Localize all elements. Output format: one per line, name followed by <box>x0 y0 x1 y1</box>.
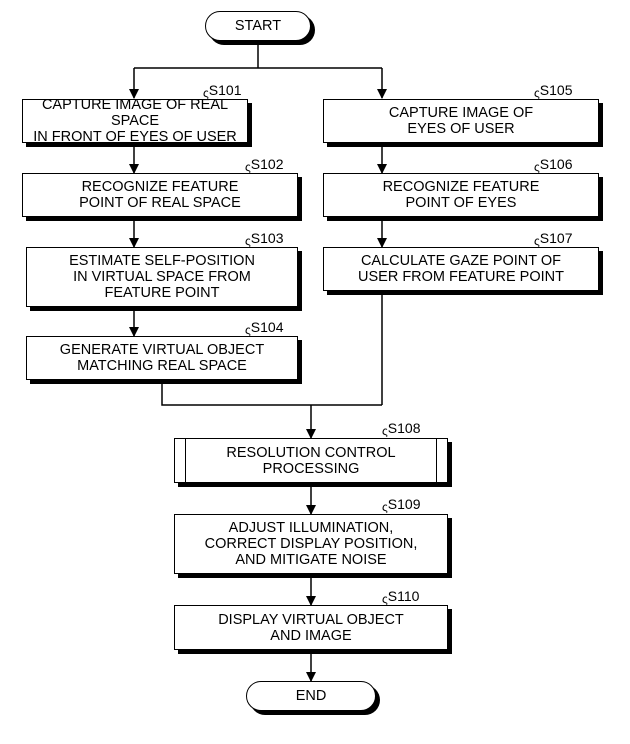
label-s106: ςS106 <box>534 156 573 174</box>
label-s101-text: S101 <box>208 82 242 98</box>
label-s107: ςS107 <box>534 230 573 248</box>
step-s109: ADJUST ILLUMINATION, CORRECT DISPLAY POS… <box>174 514 448 574</box>
end-terminal: END <box>246 681 376 711</box>
edge-s104-merge <box>161 380 382 406</box>
label-s102: ςS102 <box>245 156 284 174</box>
step-s107: CALCULATE GAZE POINT OF USER FROM FEATUR… <box>323 247 599 291</box>
label-s103-text: S103 <box>250 230 284 246</box>
step-s102: RECOGNIZE FEATURE POINT OF REAL SPACE <box>22 173 298 217</box>
label-s105: ςS105 <box>534 82 573 100</box>
label-s106-text: S106 <box>539 156 573 172</box>
label-s110-text: S110 <box>387 588 420 604</box>
label-s110: ςS110 <box>382 588 420 606</box>
label-s108-text: S108 <box>387 420 421 436</box>
step-s110: DISPLAY VIRTUAL OBJECT AND IMAGE <box>174 605 448 650</box>
step-s101: CAPTURE IMAGE OF REAL SPACE IN FRONT OF … <box>22 97 248 145</box>
label-s107-text: S107 <box>539 230 573 246</box>
step-s104: GENERATE VIRTUAL OBJECT MATCHING REAL SP… <box>26 336 298 380</box>
label-s109: ςS109 <box>382 496 421 514</box>
label-s105-text: S105 <box>539 82 573 98</box>
step-s105: CAPTURE IMAGE OF EYES OF USER <box>323 99 599 143</box>
start-terminal: START <box>205 11 311 41</box>
step-s106: RECOGNIZE FEATURE POINT OF EYES <box>323 173 599 217</box>
step-s103: ESTIMATE SELF-POSITION IN VIRTUAL SPACE … <box>26 247 298 307</box>
label-s101: ςS101 <box>203 82 242 100</box>
label-s102-text: S102 <box>250 156 284 172</box>
label-s104-text: S104 <box>250 319 284 335</box>
label-s104: ςS104 <box>245 319 284 337</box>
label-s109-text: S109 <box>387 496 421 512</box>
label-s103: ςS103 <box>245 230 284 248</box>
step-s108-subroutine: RESOLUTION CONTROL PROCESSING <box>174 438 448 483</box>
label-s108: ςS108 <box>382 420 421 438</box>
